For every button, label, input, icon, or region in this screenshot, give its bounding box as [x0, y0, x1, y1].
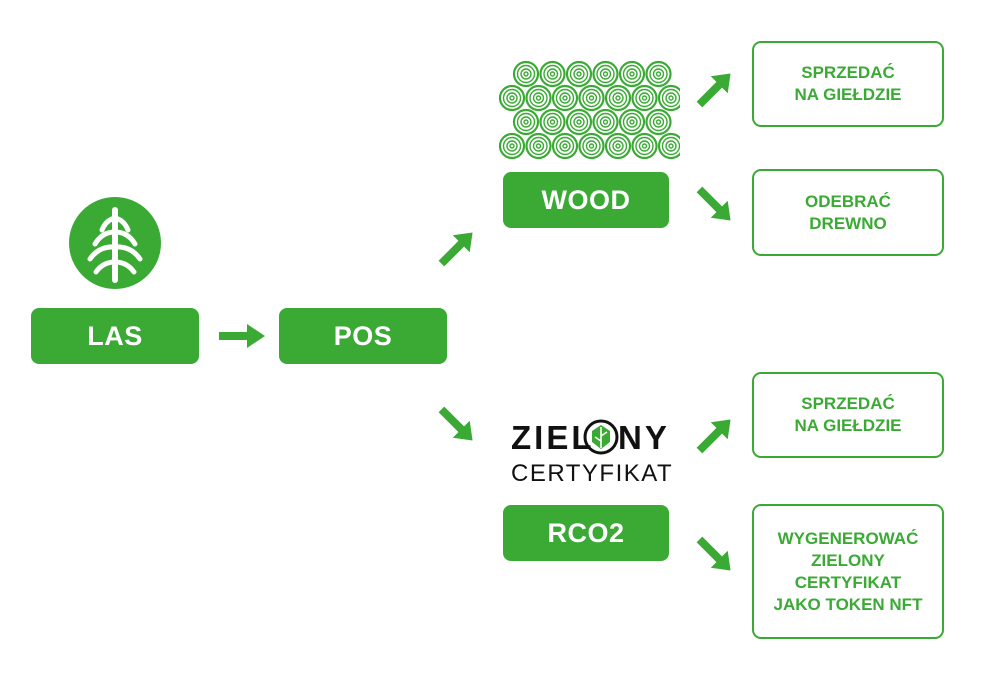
- log-end: [657, 132, 680, 160]
- arrow-pos-to-rco2: [438, 406, 473, 441]
- log-end: [645, 108, 672, 136]
- log-end: [539, 108, 566, 136]
- arrow-wood-to-collect: [696, 186, 731, 221]
- log-end: [551, 84, 579, 112]
- log-end: [631, 84, 658, 112]
- certificate-logo-bottom: CERTYFIKAT: [511, 460, 674, 487]
- log-end: [631, 132, 658, 160]
- log-end: [657, 84, 680, 112]
- arrow-wood-to-sell: [696, 73, 731, 108]
- log-end: [498, 132, 526, 160]
- outcome-rco2-nft-label: WYGENEROWAĆ ZIELONY CERTYFIKAT JAKO TOKE…: [773, 528, 923, 614]
- log-end: [512, 60, 540, 88]
- log-end: [618, 60, 646, 88]
- tree-icon: [69, 197, 161, 289]
- rco2-node: RCO2: [503, 505, 669, 561]
- outcome-wood-collect-label: ODEBRAĆ DREWNO: [805, 191, 891, 233]
- outcome-rco2-sell: SPRZEDAĆ NA GIEŁDZIE: [752, 372, 944, 458]
- arrow-rco2-to-sell: [696, 419, 731, 454]
- log-end: [539, 60, 566, 88]
- log-end: [525, 84, 552, 112]
- log-end: [498, 84, 526, 112]
- outcome-wood-sell-label: SPRZEDAĆ NA GIEŁDZIE: [794, 63, 902, 104]
- log-end: [565, 60, 593, 88]
- las-node: LAS: [31, 308, 199, 364]
- log-end: [551, 132, 579, 160]
- log-end: [592, 60, 619, 88]
- outcome-wood-sell: SPRZEDAĆ NA GIEŁDZIE: [752, 41, 944, 127]
- log-end: [604, 132, 632, 160]
- arrow-pos-to-wood: [438, 232, 473, 267]
- certificate-logo-right: NY: [618, 419, 670, 456]
- log-end: [645, 60, 672, 88]
- pos-node: POS: [279, 308, 447, 364]
- outcome-rco2-nft: WYGENEROWAĆ ZIELONY CERTYFIKAT JAKO TOKE…: [752, 504, 944, 639]
- log-end: [565, 108, 593, 136]
- log-end: [604, 84, 632, 112]
- outcome-rco2-sell-label: SPRZEDAĆ NA GIEŁDZIE: [794, 394, 902, 435]
- wood-node: WOOD: [503, 172, 669, 228]
- log-end: [512, 108, 540, 136]
- log-end: [525, 132, 552, 160]
- log-end: [618, 108, 646, 136]
- log-end: [578, 84, 605, 112]
- log-pile-icon: [498, 60, 680, 160]
- log-end: [592, 108, 619, 136]
- outcome-wood-collect: ODEBRAĆ DREWNO: [752, 169, 944, 256]
- certificate-logo-left: ZIEL: [511, 419, 595, 456]
- log-end: [578, 132, 605, 160]
- arrow-las-to-pos: [219, 324, 265, 348]
- arrow-rco2-to-nft: [696, 536, 731, 571]
- leaf-icon: [583, 419, 619, 455]
